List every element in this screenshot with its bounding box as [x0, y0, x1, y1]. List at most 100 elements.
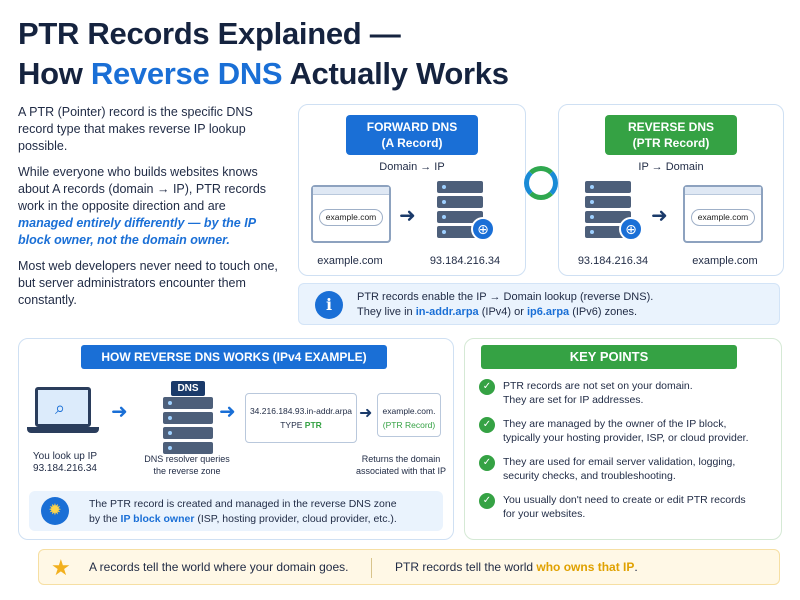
result-record: example.com. (PTR Record) — [377, 393, 441, 437]
arrow-right-icon: ➜ — [219, 401, 236, 423]
info-text: PTR records enable the IP → Domain looku… — [357, 290, 653, 320]
reverse-zone-record: 34.216.184.93.in-addr.arpa TYPE PTR — [245, 393, 357, 443]
intro-paragraph-1: A PTR (Pointer) record is the specific D… — [18, 105, 253, 153]
dns-server-icon — [163, 397, 213, 457]
key-point-4-line-2: for your websites. — [503, 508, 586, 520]
key-point-3-line-1: They are used for email server validatio… — [503, 456, 736, 468]
key-point-text: They are managed by the owner of the IP … — [503, 417, 775, 445]
laptop-icon: ⌕ — [35, 387, 91, 427]
info-line-2: They live in in-addr.arpa (IPv4) or ip6.… — [357, 305, 653, 320]
check-icon: ✓ — [479, 417, 495, 433]
intro-p2-emphasis: managed entirely differently — by the IP… — [18, 216, 256, 247]
resolver-caption: DNS resolver queries the reverse zone — [135, 453, 239, 477]
forward-tag-line-1: FORWARD DNS — [366, 120, 458, 134]
browser-window-icon: example.com — [311, 185, 391, 243]
check-icon: ✓ — [479, 379, 495, 395]
title-line-1: PTR Records Explained — — [18, 16, 401, 51]
search-icon: ⌕ — [55, 398, 66, 418]
intro-paragraph-2: While everyone who builds websites knows… — [18, 164, 280, 249]
intro-paragraph-3: Most web developers never need to touch … — [18, 259, 278, 307]
globe-icon: ⊕ — [619, 217, 643, 241]
key-point-3-line-2: security checks, and troubleshooting. — [503, 470, 676, 482]
reverse-tag-line-1: REVERSE DNS — [627, 120, 715, 134]
zone-name: 34.216.184.93.in-addr.arpa — [249, 406, 353, 416]
forward-direction: Domain → IP — [379, 161, 445, 173]
ownership-note: ✹ The PTR record is created and managed … — [29, 491, 443, 531]
note-text: The PTR record is created and managed in… — [89, 497, 397, 527]
ipv6-zone: ip6.arpa — [526, 306, 570, 318]
resolver-line-2: the reverse zone — [153, 466, 221, 476]
forward-right-caption: 93.184.216.34 — [429, 255, 501, 267]
reverse-right-caption: example.com — [692, 255, 758, 267]
arrow-right-icon: ➜ — [399, 205, 416, 227]
note-line-2: by the IP block owner (ISP, hosting prov… — [89, 512, 397, 527]
footer-a-records: A records tell the world where your doma… — [89, 560, 349, 574]
result-type: (PTR Record) — [382, 420, 436, 430]
resolver-line-1: DNS resolver queries — [144, 454, 230, 464]
lookup-caption: You look up IP 93.184.216.34 — [19, 451, 111, 475]
star-icon: ★ — [51, 555, 71, 580]
key-points-panel: KEY POINTS ✓ PTR records are not set on … — [464, 338, 782, 540]
record-type: TYPE PTR — [246, 418, 356, 432]
info-line-2-post: (IPv6) zones. — [569, 306, 638, 318]
summary-footer: ★ A records tell the world where your do… — [38, 549, 780, 585]
reverse-direction: IP → Domain — [638, 161, 704, 173]
returns-line-1: Returns the domain — [361, 454, 441, 464]
title-highlight: Reverse DNS — [90, 56, 283, 91]
info-line-2-mid: (IPv4) or — [478, 306, 527, 318]
returns-caption: Returns the domain associated with that … — [351, 453, 451, 477]
info-line-2-pre: They live in — [357, 306, 416, 318]
intro-text: A PTR (Pointer) record is the specific D… — [18, 104, 280, 318]
globe-icon: ⊕ — [471, 217, 495, 241]
forward-dns-tag: FORWARD DNS (A Record) — [346, 115, 478, 155]
info-line-1: PTR records enable the IP → Domain looku… — [357, 291, 654, 303]
how-reverse-dns-works-panel: HOW REVERSE DNS WORKS (IPv4 EXAMPLE) ⌕ Y… — [18, 338, 454, 540]
key-points-title: KEY POINTS — [481, 345, 737, 369]
arrow-right-icon: ➜ — [111, 401, 128, 423]
footer-highlight: who owns that IP — [536, 560, 635, 574]
key-point-4-line-1: You usually don't need to create or edit… — [503, 494, 746, 506]
key-point-text: They are used for email server validatio… — [503, 455, 775, 483]
footer-b-pre: PTR records tell the world — [395, 560, 537, 574]
server-icon — [437, 181, 483, 241]
title-line-2-pre: How — [18, 56, 91, 91]
page-title: PTR Records Explained — How Reverse DNS … — [18, 14, 509, 94]
reverse-dns-tag: REVERSE DNS (PTR Record) — [605, 115, 737, 155]
reverse-left-caption: 93.184.216.34 — [577, 255, 649, 267]
record-type-pre: TYPE — [280, 420, 305, 430]
key-point-2-line-2: typically your hosting provider, ISP, or… — [503, 432, 749, 444]
lightbulb-icon: ✹ — [41, 497, 69, 525]
check-icon: ✓ — [479, 493, 495, 509]
forward-dns-panel: FORWARD DNS (A Record) Domain → IP examp… — [298, 104, 526, 276]
browser-window-icon: example.com — [683, 185, 763, 243]
forward-tag-line-2: (A Record) — [381, 136, 443, 150]
key-point-text: You usually don't need to create or edit… — [503, 493, 775, 521]
arrow-right-icon: ➜ — [359, 405, 373, 422]
reverse-tag-line-2: (PTR Record) — [632, 136, 710, 150]
note-line-2-post: (ISP, hosting provider, cloud provider, … — [194, 513, 397, 525]
record-type-value: PTR — [304, 420, 322, 430]
sync-icon — [524, 166, 558, 200]
laptop-base — [27, 427, 99, 433]
info-banner: i PTR records enable the IP → Domain loo… — [298, 283, 780, 325]
arrow-right-icon: ➜ — [651, 205, 668, 227]
footer-b-post: . — [634, 560, 638, 574]
info-icon: i — [315, 291, 343, 319]
intro-p2-text: While everyone who builds websites knows… — [18, 165, 267, 213]
url-field: example.com — [691, 209, 755, 226]
forward-left-caption: example.com — [317, 255, 383, 267]
key-point-text: PTR records are not set on your domain. … — [503, 379, 775, 407]
key-point-1-line-2: They are set for IP addresses. — [503, 394, 644, 406]
note-line-2-pre: by the — [89, 513, 121, 525]
url-field: example.com — [319, 209, 383, 226]
title-line-2: How Reverse DNS Actually Works — [18, 54, 509, 94]
dns-label: DNS — [171, 381, 205, 396]
reverse-dns-panel: REVERSE DNS (PTR Record) IP → Domain ⊕ ➜… — [558, 104, 784, 276]
footer-ptr-records: PTR records tell the world who owns that… — [395, 560, 638, 574]
lookup-line-1: You look up IP — [32, 451, 98, 462]
footer-divider — [371, 558, 372, 578]
key-point-2-line-1: They are managed by the owner of the IP … — [503, 418, 727, 430]
key-point-1-line-1: PTR records are not set on your domain. — [503, 380, 693, 392]
how-title: HOW REVERSE DNS WORKS (IPv4 EXAMPLE) — [81, 345, 387, 369]
ipv4-zone: in-addr.arpa — [415, 306, 479, 318]
